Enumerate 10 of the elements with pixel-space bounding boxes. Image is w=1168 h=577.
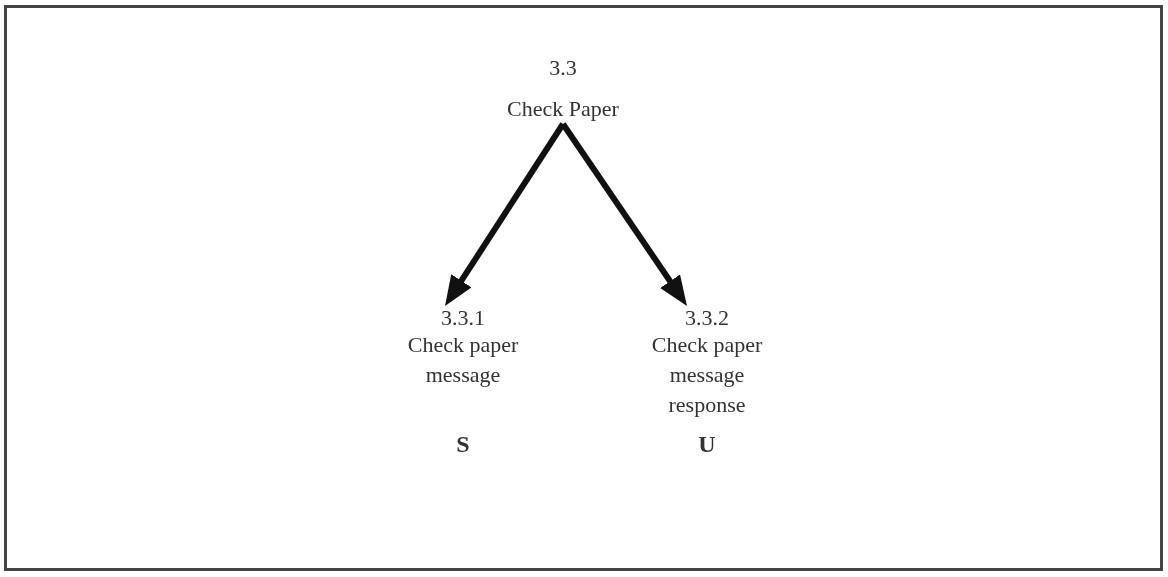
node-number: 3.3.2: [685, 306, 729, 330]
arrow: [445, 122, 566, 306]
arrow: [560, 122, 687, 306]
status-letter: S: [456, 431, 470, 457]
node-number: 3.3.1: [441, 306, 485, 330]
status-letter: U: [698, 431, 716, 457]
node-number: 3.3: [549, 56, 577, 80]
node-label: Check paper message response: [650, 331, 764, 419]
node-label: Check Paper: [507, 95, 619, 123]
node-label: Check paper message: [406, 331, 520, 389]
